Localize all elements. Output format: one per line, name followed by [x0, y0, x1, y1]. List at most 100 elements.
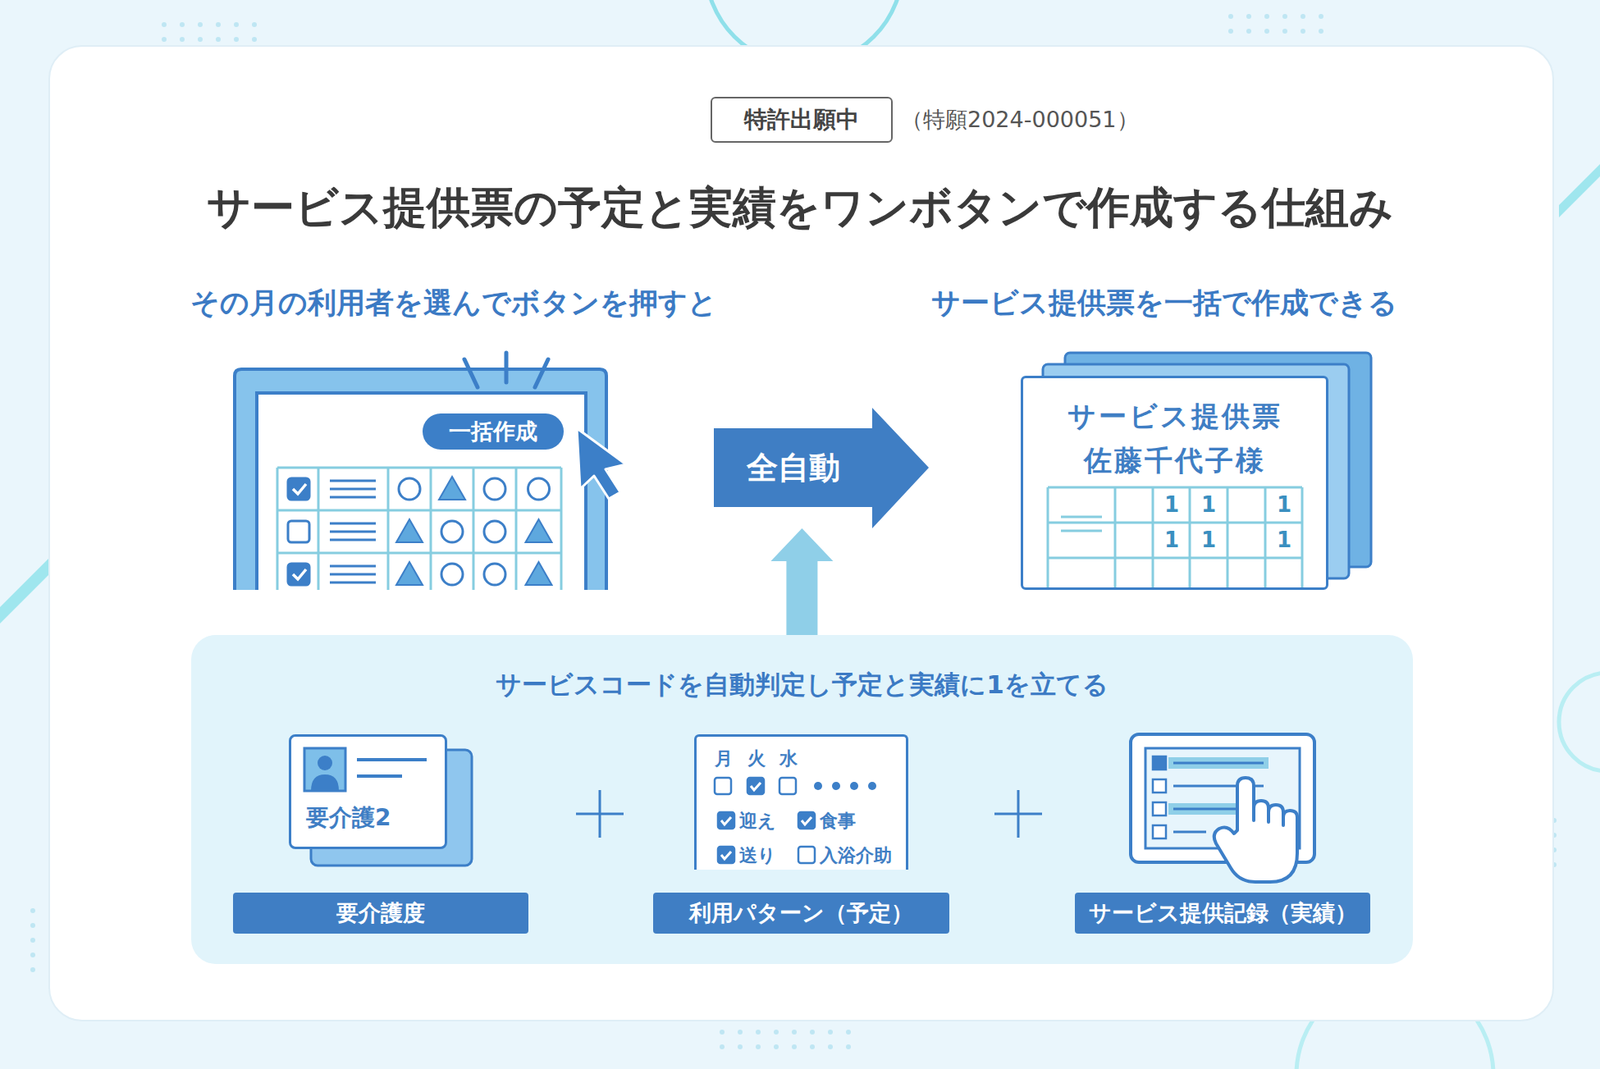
circle-mark: [484, 521, 506, 543]
deco-dot: [737, 1029, 743, 1035]
monitor-screen: [256, 393, 586, 590]
text-line: [356, 758, 427, 762]
monitor-table: [277, 467, 562, 590]
deco-dot: [215, 36, 221, 42]
grid-line: [276, 467, 279, 590]
grid-line: [429, 467, 433, 590]
label-bar: 要介護度: [233, 892, 529, 934]
person-head: [317, 755, 333, 771]
checkbox: [714, 777, 732, 795]
text-line: [329, 522, 376, 526]
deco-dot: [827, 1044, 833, 1050]
text-line: [329, 565, 376, 568]
checkbox: [1152, 825, 1166, 839]
deco-dot: [30, 923, 36, 928]
triangle-mark: [396, 519, 423, 543]
shape: [504, 352, 509, 383]
checkbox: [717, 812, 735, 829]
cursor: [576, 428, 627, 499]
check-mark: [721, 851, 732, 860]
node-text: 一括作成: [448, 416, 538, 447]
triangle-mark: [525, 519, 553, 543]
checkbox: [1152, 802, 1166, 816]
deco-dot: [1282, 28, 1288, 34]
node-text: サービス提供票: [1023, 397, 1326, 436]
circle-mark: [441, 563, 463, 586]
row-highlight: [1168, 757, 1269, 769]
deco-dot: [719, 1029, 725, 1035]
text-line: [329, 581, 376, 585]
label-bar: サービス提供記録（実績）: [1074, 892, 1371, 934]
circle-mark: [398, 478, 421, 500]
deco-dot: [161, 22, 167, 28]
deco-dot: [1282, 13, 1288, 19]
text-line: [1060, 516, 1102, 519]
deco-band: [0, 557, 50, 624]
node-text: 月: [714, 746, 733, 772]
checkbox: [288, 521, 310, 543]
plus-sign: [994, 790, 1043, 838]
care-card: 要介護2: [288, 734, 448, 850]
deco-dot: [737, 1044, 743, 1050]
deco-dot: [809, 1044, 815, 1050]
dot: [813, 781, 823, 791]
person-body: [310, 774, 339, 791]
sparkle: [464, 352, 549, 388]
grid-line: [1152, 487, 1155, 588]
patent-badge: 特許出願中: [710, 96, 893, 143]
grid-line: [317, 467, 320, 590]
checkbox: [717, 846, 735, 864]
grid-line: [515, 467, 518, 590]
pattern-card: 月火水迎え食事送り入浴介助: [694, 734, 909, 870]
deco-dot: [1300, 28, 1306, 34]
circle-mark: [484, 563, 506, 586]
check-mark: [292, 484, 307, 494]
grid-line: [387, 467, 390, 590]
deco-dots: [30, 13, 1557, 1050]
deco-dot: [1318, 28, 1324, 34]
grid-line: [1047, 557, 1303, 560]
table-cell: 1: [1196, 527, 1221, 553]
button: 一括作成: [422, 413, 564, 450]
deco-dot: [827, 1029, 833, 1035]
check-mark: [721, 817, 732, 825]
grid-line: [1264, 487, 1267, 588]
checkbox: [798, 812, 815, 829]
deco-dot: [1228, 13, 1234, 19]
grid-line: [1047, 521, 1303, 525]
deco-dot: [251, 22, 257, 28]
checkbox: [288, 563, 310, 586]
deco-dot: [30, 908, 36, 914]
deco-dot: [1300, 13, 1306, 19]
deco-dot: [1264, 28, 1270, 34]
sub-heading: その月の利用者を選んでボタンを押すと: [190, 283, 718, 323]
grid-line: [1301, 487, 1304, 588]
text-line: [329, 573, 376, 576]
dot: [868, 781, 877, 791]
sub-heading: サービス提供票を一括で作成できる: [931, 283, 1398, 323]
service-sheet: サービス提供票佐藤千代子様: [1020, 375, 1329, 590]
checkbox: [1152, 756, 1166, 770]
check-mark: [801, 817, 812, 825]
node-text: 佐藤千代子様: [1023, 442, 1326, 480]
node-text: 要介護2: [306, 802, 391, 834]
text-line: [1173, 762, 1264, 765]
deco-ring: [1558, 672, 1600, 772]
triangle-mark: [438, 476, 466, 500]
node-text: サービス提供記録（実績）: [1088, 898, 1358, 928]
deco-dot: [215, 22, 221, 28]
deco-dot: [845, 1029, 851, 1035]
table-cell: 1: [1196, 492, 1221, 517]
node-text: 食事: [819, 809, 856, 834]
dot: [832, 781, 841, 791]
deco-dot: [1264, 13, 1270, 19]
deco-dot: [773, 1029, 779, 1035]
node-text: 迎え: [739, 809, 777, 834]
deco-band: [1558, 164, 1600, 218]
grid-line: [472, 467, 476, 590]
deco-dot: [1246, 28, 1252, 34]
grid-line: [277, 552, 562, 555]
grid-line: [277, 466, 562, 470]
